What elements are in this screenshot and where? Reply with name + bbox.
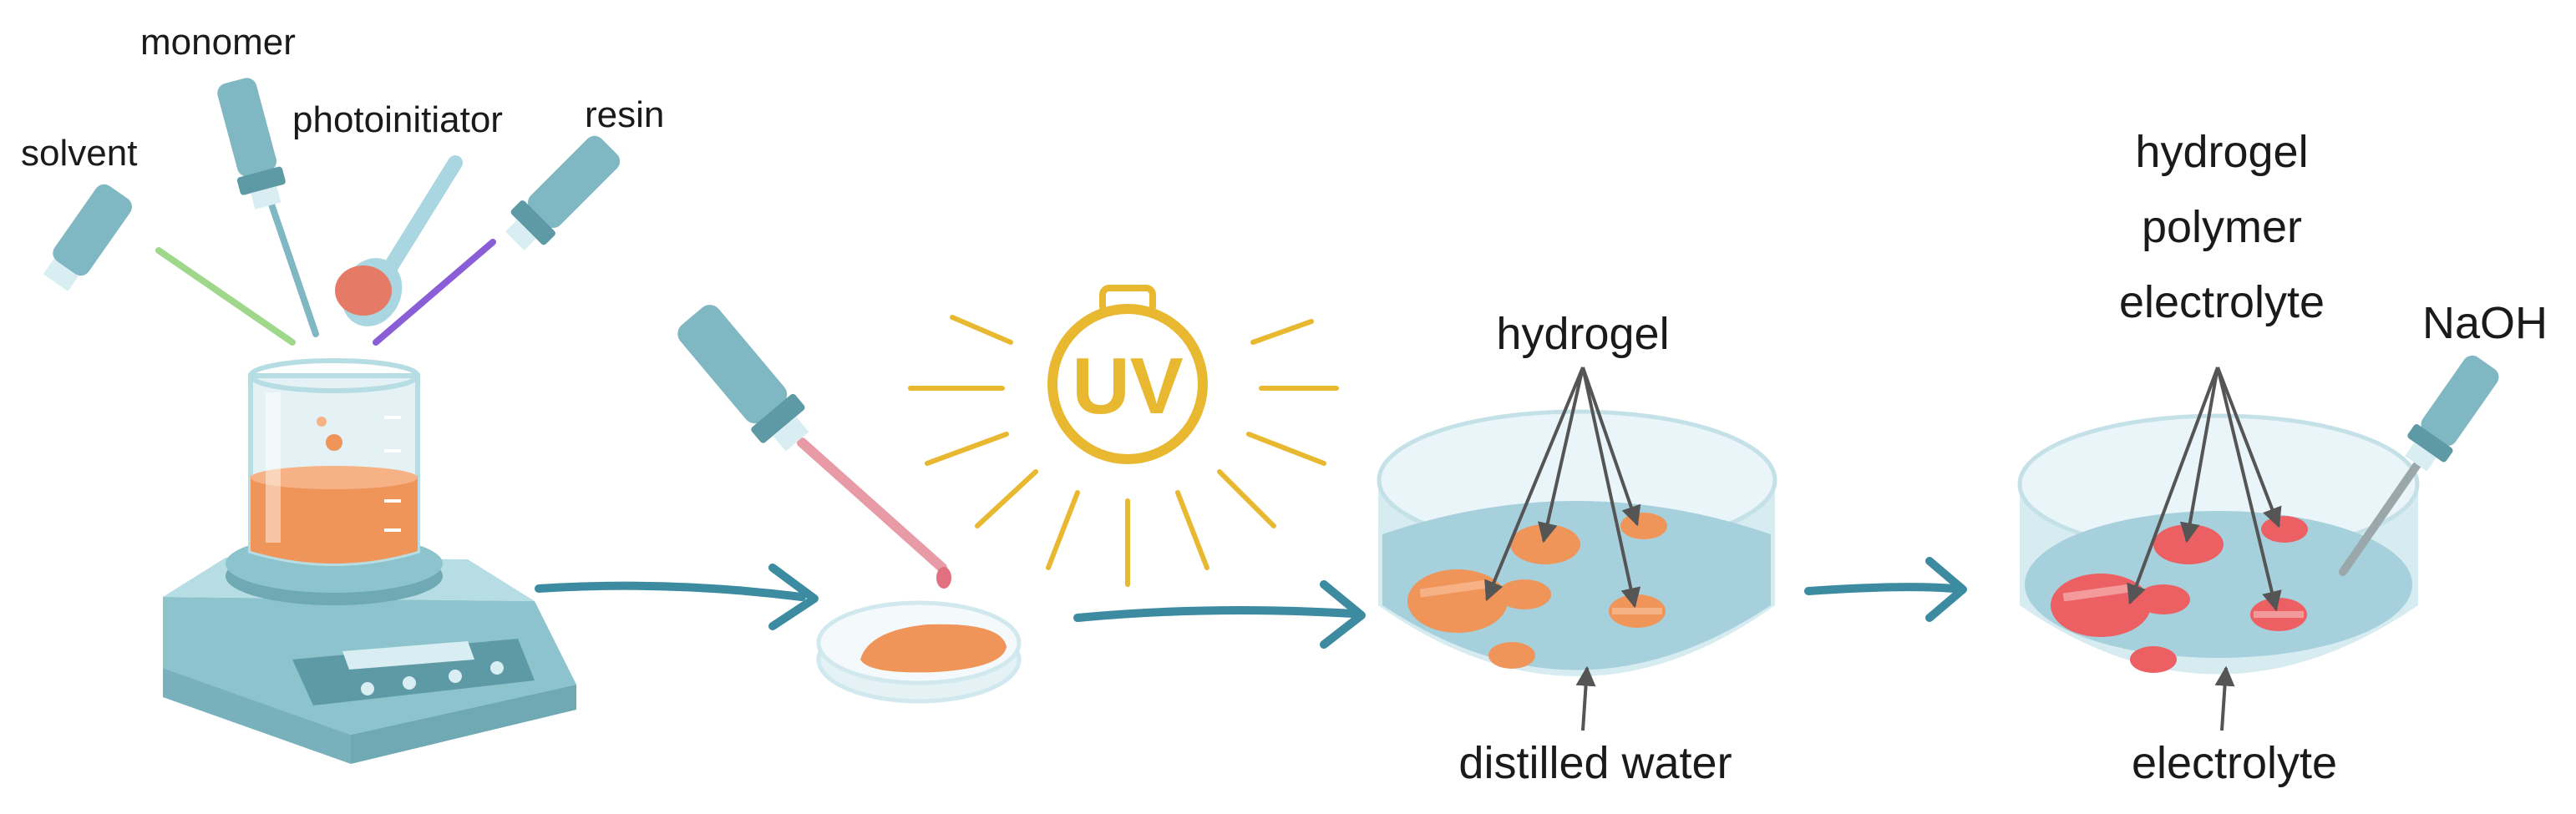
hgpe-label-line1: hydrogel: [2135, 127, 2308, 177]
electrolyte-label: electrolyte: [2132, 738, 2337, 788]
hydrogel-label: hydrogel: [1496, 309, 1669, 359]
stage-casting: [677, 305, 1022, 704]
hgpe-label-line3: electrolyte: [2119, 277, 2325, 327]
solvent-pipette-icon: [43, 184, 296, 346]
distilled-water-label: distilled water: [1458, 738, 1732, 788]
resin-pipette-icon: [373, 135, 621, 346]
uv-lamp-icon: UV: [908, 285, 1339, 587]
hgpe-label-line2: polymer: [2142, 202, 2302, 252]
beaker-icon: [248, 358, 420, 566]
uv-label: UV: [1072, 341, 1183, 431]
stage-water-bath: hydrogel distilled water: [1377, 309, 1777, 788]
process-arrow-3: [1804, 557, 1967, 622]
monomer-label: monomer: [140, 22, 296, 63]
photoinitiator-spoon-icon: [335, 155, 463, 326]
naoh-label: NaOH: [2422, 298, 2548, 348]
casting-petri-dish-icon: [816, 600, 1022, 704]
stage-electrolyte-bath: hydrogel polymer electrolyte NaOH electr…: [2017, 127, 2548, 788]
solvent-label: solvent: [21, 133, 137, 174]
process-arrow-1: [535, 564, 819, 630]
photoinitiator-label: photoinitiator: [292, 99, 503, 140]
stage-mixing: solvent monomer photoinitiator resin: [21, 22, 664, 764]
resin-label: resin: [585, 94, 664, 135]
process-arrow-2: [1073, 580, 1366, 649]
naoh-pipette-icon: [2339, 355, 2499, 576]
magnetic-stirrer-icon: [163, 534, 576, 764]
hgpe-pointer-lines: [2127, 367, 2282, 731]
casting-pipette-icon: [677, 305, 951, 589]
monomer-pipette-icon: [217, 78, 319, 337]
hydrogel-pointer-lines: [1484, 367, 1641, 731]
